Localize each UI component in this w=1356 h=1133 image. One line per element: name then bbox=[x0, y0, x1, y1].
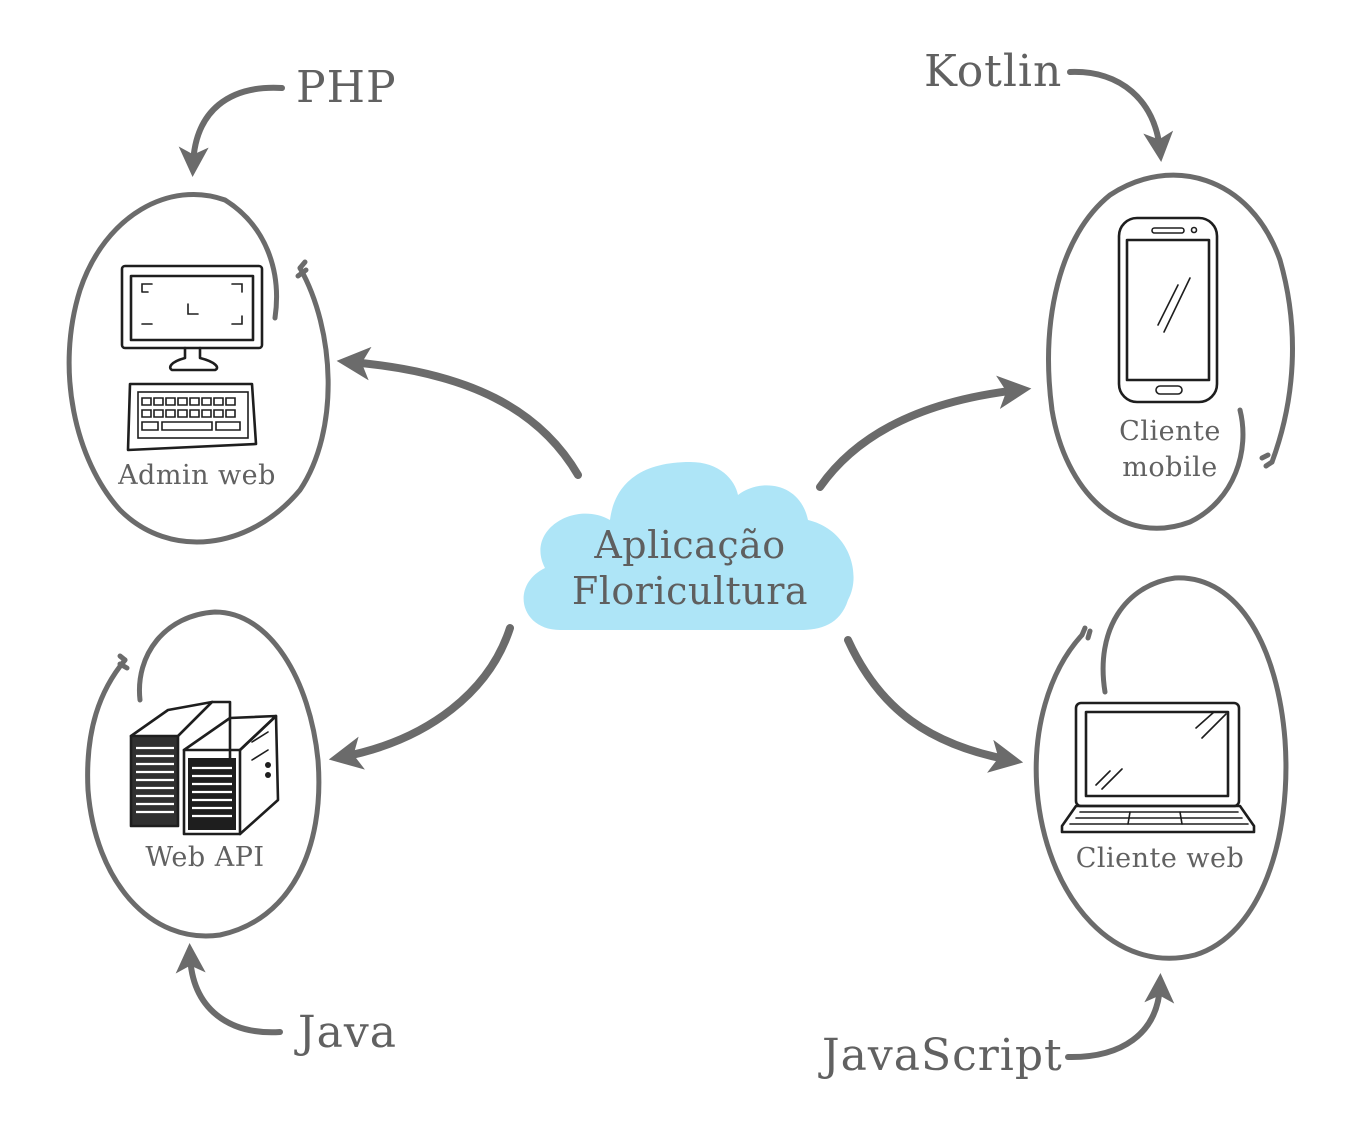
arrow-php bbox=[178, 84, 285, 177]
node-label-cliente-mobile-line2: mobile bbox=[1122, 452, 1218, 483]
cloud-shape bbox=[523, 462, 854, 630]
ring-cliente-web bbox=[1033, 575, 1289, 961]
node-label-cliente-mobile-line1: Cliente bbox=[1119, 416, 1221, 447]
node-label-web-api: Web API bbox=[145, 842, 265, 873]
smartphone-icon bbox=[1117, 216, 1219, 404]
arrow-to-cliente-mobile bbox=[816, 375, 1032, 491]
node-label-admin-web: Admin web bbox=[118, 460, 276, 491]
node-label-cliente-web: Cliente web bbox=[1075, 843, 1245, 874]
language-kotlin: Kotlin bbox=[924, 46, 1063, 97]
language-php: PHP bbox=[296, 62, 397, 113]
arrow-to-admin-web bbox=[336, 346, 582, 479]
arrow-java bbox=[175, 943, 283, 1036]
cloud-title-line1: Aplicação bbox=[594, 523, 786, 567]
ring-admin-web bbox=[66, 191, 331, 545]
desktop-computer-icon bbox=[120, 264, 264, 452]
cloud-title-line2: Floricultura bbox=[571, 569, 809, 613]
ring-cliente-mobile bbox=[1046, 172, 1295, 531]
node-label-cliente-mobile: Cliente mobile bbox=[1100, 414, 1240, 486]
cloud-title: Aplicação Floricultura bbox=[540, 522, 840, 614]
language-javascript: JavaScript bbox=[822, 1030, 1063, 1081]
arrow-javascript bbox=[1065, 973, 1175, 1061]
arrow-to-cliente-web bbox=[844, 636, 1024, 773]
servers-icon bbox=[129, 700, 280, 836]
language-java: Java bbox=[298, 1007, 397, 1058]
arrow-to-web-api bbox=[328, 624, 514, 770]
ring-web-api bbox=[85, 609, 322, 939]
arrow-kotlin bbox=[1067, 68, 1174, 162]
laptop-icon bbox=[1060, 701, 1256, 834]
